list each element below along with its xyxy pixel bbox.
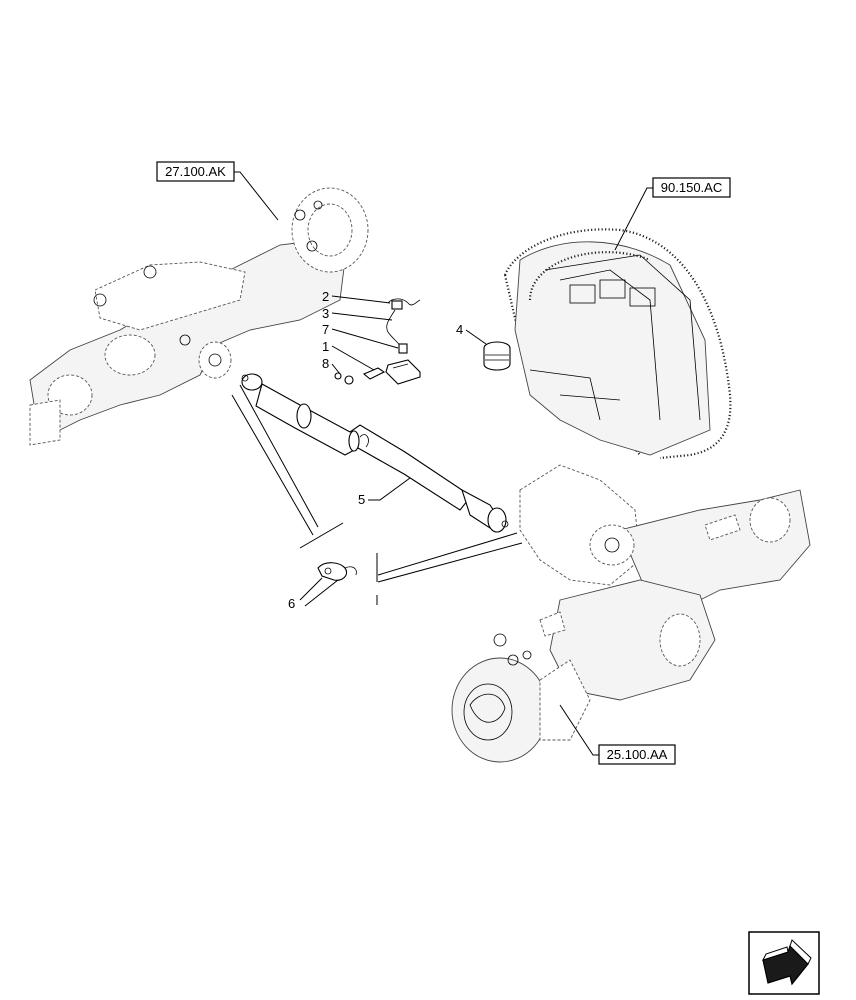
sensor-cable <box>386 298 421 354</box>
callout-8[interactable]: 8 <box>322 356 341 375</box>
drive-shaft <box>241 373 509 533</box>
leader-cab <box>614 187 653 251</box>
reference-front-axle[interactable]: 27.100.AK <box>156 161 235 182</box>
reference-rear-axle[interactable]: 25.100.AA <box>598 744 676 765</box>
leader-rear-axle <box>559 704 599 756</box>
leader-front-axle <box>234 171 279 221</box>
front-axle-assembly <box>29 187 369 446</box>
mounting-bracket <box>385 359 421 385</box>
reference-cab-label: 90.150.AC <box>661 180 722 195</box>
exploded-view-lines <box>231 384 523 605</box>
next-page-arrow-icon[interactable] <box>748 931 820 995</box>
callout-1[interactable]: 1 <box>322 339 375 371</box>
hose-clamp <box>317 562 357 581</box>
reference-front-axle-label: 27.100.AK <box>165 164 226 179</box>
callout-2[interactable]: 2 <box>322 289 391 304</box>
callout-4[interactable]: 4 <box>456 322 487 345</box>
rear-axle-assembly <box>451 464 811 763</box>
callout-6[interactable]: 6 <box>288 577 339 611</box>
callout-6-label: 6 <box>288 596 295 611</box>
callout-8-label: 8 <box>322 356 329 371</box>
rubber-damper <box>483 341 511 371</box>
callout-4-label: 4 <box>456 322 463 337</box>
callout-3[interactable]: 3 <box>322 306 393 321</box>
callout-5[interactable]: 5 <box>358 477 411 507</box>
callout-3-label: 3 <box>322 306 329 321</box>
callout-7[interactable]: 7 <box>322 322 399 349</box>
reference-rear-axle-label: 25.100.AA <box>607 747 668 762</box>
reference-cab[interactable]: 90.150.AC <box>652 177 731 198</box>
cab-frame <box>503 228 732 460</box>
callout-7-label: 7 <box>322 322 329 337</box>
callout-2-label: 2 <box>322 289 329 304</box>
callout-5-label: 5 <box>358 492 365 507</box>
callout-1-label: 1 <box>322 339 329 354</box>
bolt <box>334 367 386 385</box>
